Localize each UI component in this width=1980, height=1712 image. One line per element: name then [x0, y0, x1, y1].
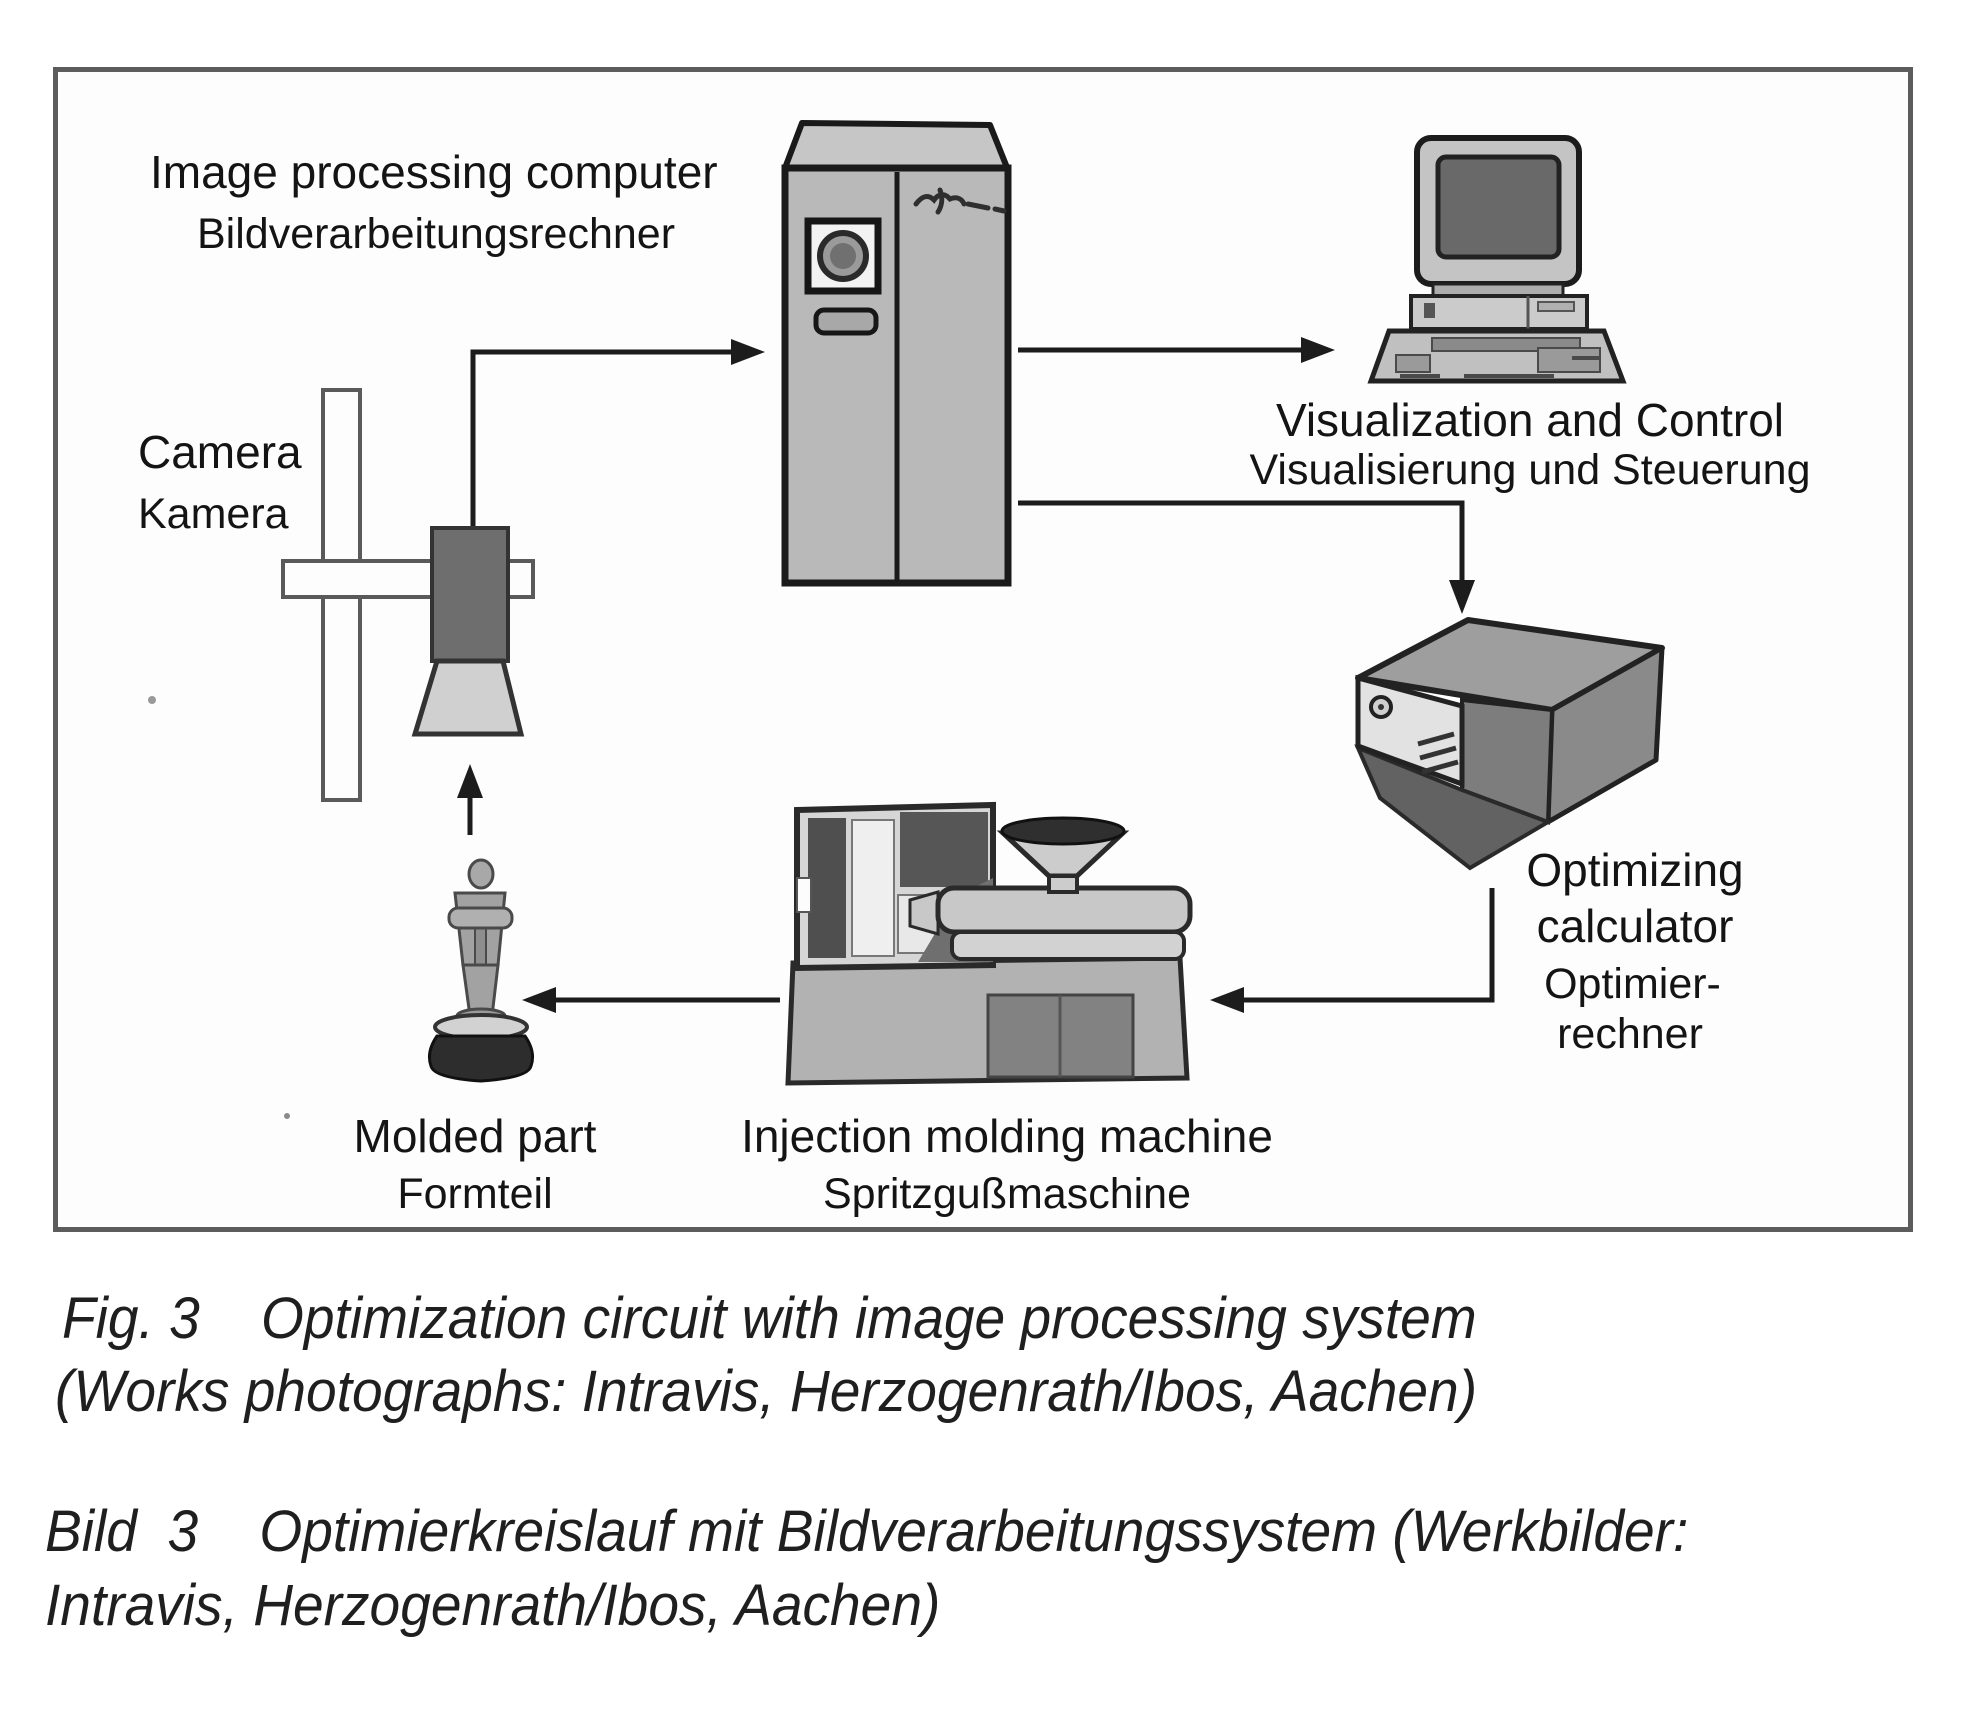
camera-lens-cone — [411, 658, 525, 737]
figure-caption-english-line2: (Works photographs: Intravis, Herzogenra… — [55, 1359, 1478, 1424]
molded-part-statuette-icon — [428, 858, 534, 1083]
camera-on-stand-icon — [281, 388, 535, 802]
statuette-dark-base — [428, 1034, 534, 1083]
arrow-camera-to-computer — [470, 349, 735, 526]
arrowhead-down-icon — [1449, 580, 1475, 614]
tower-top-face — [782, 120, 1011, 173]
label-visualization-en: Visualization and Control — [1275, 394, 1785, 446]
arrowhead-up-icon — [457, 764, 483, 798]
nozzle — [908, 890, 940, 936]
clamp-upper-dark-panel — [900, 812, 988, 887]
label-injection-machine-en: Injection molding machine — [741, 1110, 1273, 1162]
illegible-brand-logo-mark — [913, 187, 1007, 215]
scan-speck — [284, 1113, 290, 1119]
calculator-vent-lines — [1417, 731, 1459, 775]
label-visualization-de: Visualisierung und Steuerung — [1249, 446, 1811, 494]
desktop-computer-icon — [1367, 135, 1627, 384]
label-image-processing-computer-de: Bildverarbeitungsrechner — [197, 210, 676, 258]
arrowhead-right-icon — [1301, 337, 1335, 363]
label-camera-de: Kamera — [138, 490, 289, 538]
keyboard-key-block-left — [1395, 354, 1431, 373]
figure-caption-german-line1: Bild 3 Optimierkreislauf mit Bildverarbe… — [45, 1499, 1689, 1564]
label-optimizing-calculator-en-line1: Optimizing — [1526, 844, 1744, 896]
calculator-bottom-shadow — [1354, 744, 1553, 871]
camera-body — [430, 526, 510, 663]
label-molded-part-de: Formteil — [397, 1170, 553, 1218]
monitor-screen — [1435, 154, 1562, 260]
label-optimizing-calculator-de-line1: Optimier- — [1544, 960, 1721, 1008]
label-molded-part-en: Molded part — [353, 1110, 597, 1162]
figure-caption-english-line1: Fig. 3 Optimization circuit with image p… — [62, 1286, 1477, 1351]
arrow-computer-to-optimizer — [1018, 500, 1465, 586]
injection-molding-machine-icon — [785, 801, 1193, 1086]
calculator-knob-dot — [1378, 704, 1384, 710]
clamp-side-notch — [796, 877, 812, 913]
tower-computer-icon — [781, 120, 1012, 587]
tower-lens-center — [830, 243, 856, 269]
statuette-head — [467, 858, 495, 890]
label-image-processing-computer-en: Image processing computer — [150, 146, 718, 198]
statuette-crossed-arms — [447, 906, 514, 930]
optimizing-calculator-box-icon — [1354, 617, 1665, 871]
clamp-light-column — [851, 819, 895, 957]
label-optimizing-calculator-en-line2: calculator — [1536, 900, 1734, 952]
floppy-slot — [1424, 303, 1435, 318]
system-unit — [1409, 294, 1589, 331]
arrowhead-left-icon — [1210, 987, 1244, 1013]
tower-slot — [813, 307, 879, 336]
arrowhead-left-icon — [522, 987, 556, 1013]
injection-barrel — [935, 885, 1193, 935]
hopper-opening — [1000, 816, 1126, 846]
arrowhead-right-icon — [731, 339, 765, 365]
flow-arrows — [457, 337, 1495, 1013]
label-injection-machine-de: Spritzgußmaschine — [822, 1170, 1192, 1218]
label-optimizing-calculator-de-line2: rechner — [1557, 1010, 1703, 1058]
figure-caption-german-line2: Intravis, Herzogenrath/Ibos, Aachen) — [45, 1573, 941, 1638]
label-camera-en: Camera — [138, 426, 302, 478]
keyboard-key-block-right — [1537, 347, 1601, 373]
scan-speck — [148, 696, 156, 704]
arrow-optimizer-to-machine — [1240, 888, 1495, 1003]
barrel-carriage — [950, 930, 1186, 961]
keyboard-key-marks — [1400, 356, 1600, 378]
clamp-dark-column — [808, 818, 846, 958]
drive-bay — [1537, 301, 1575, 312]
hopper-stem — [1047, 874, 1079, 894]
